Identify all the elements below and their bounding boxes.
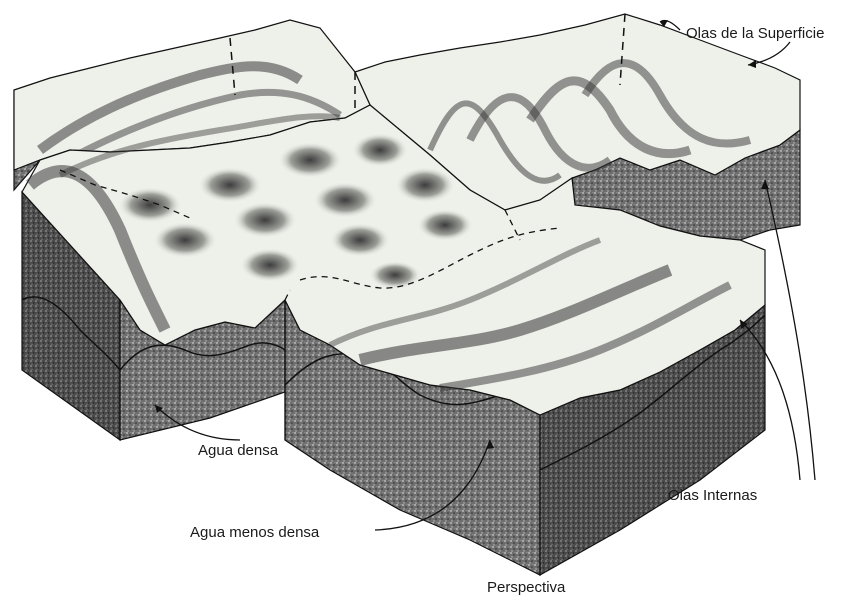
label-less-dense-water: Agua menos densa [190,524,320,541]
label-internal-waves: Olas Internas [668,487,757,504]
label-dense-water: Agua densa [198,442,279,459]
label-surface-waves: Olas de la Superficie [686,25,824,42]
label-perspective: Perspectiva [487,579,566,596]
